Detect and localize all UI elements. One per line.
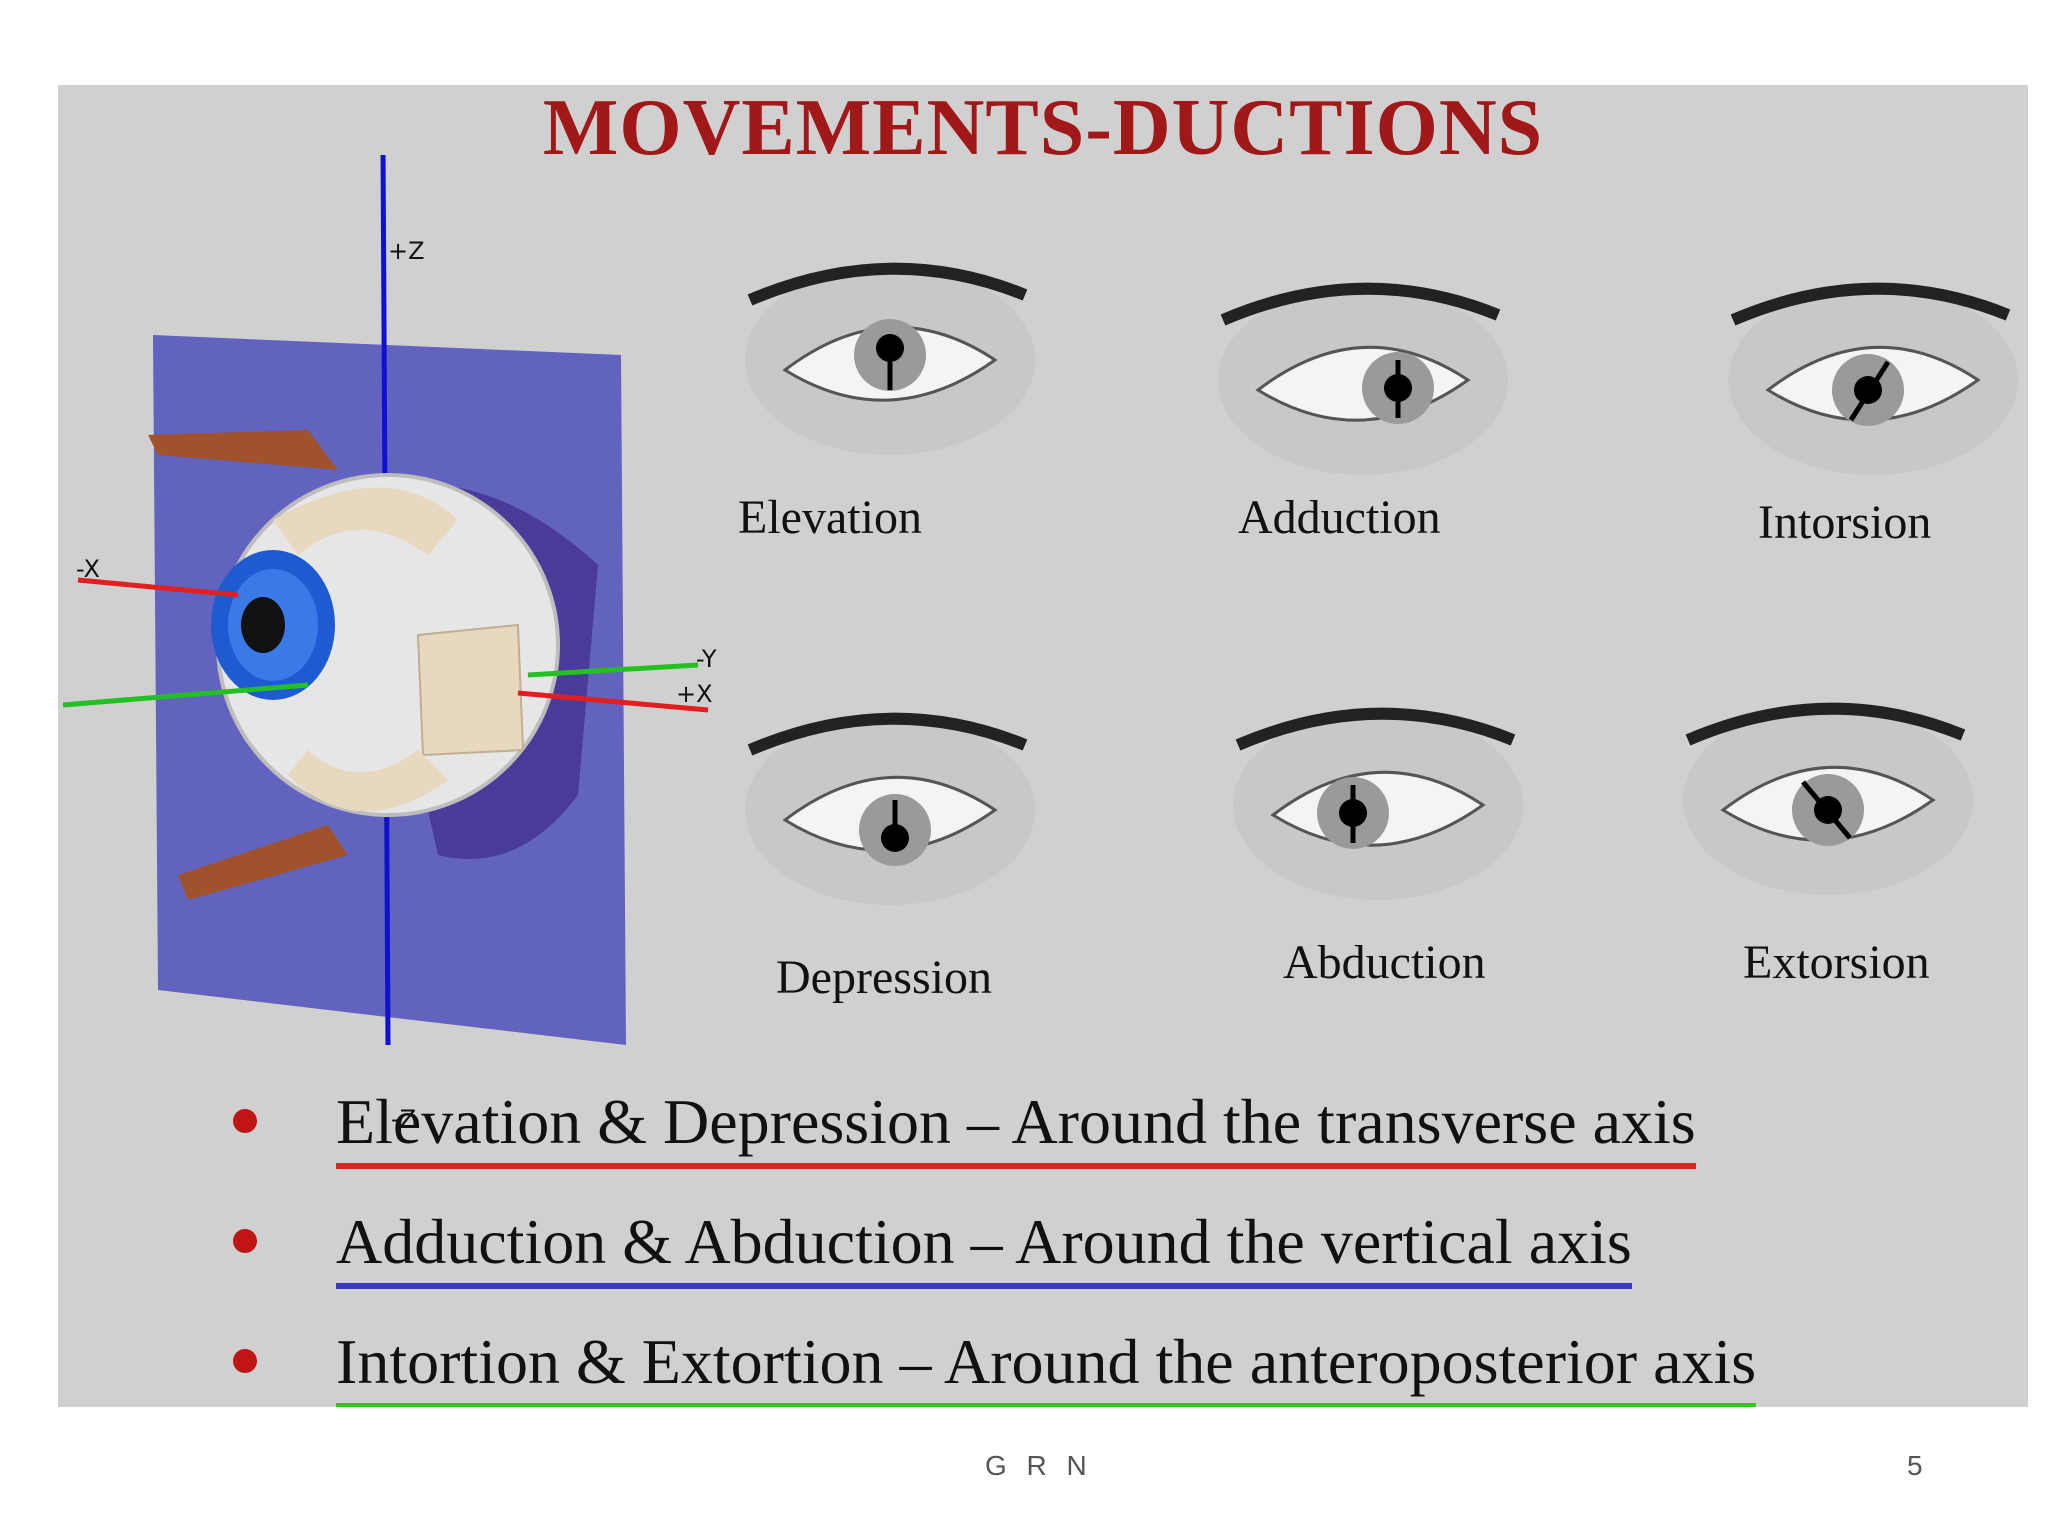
eye-adduction-image xyxy=(1213,270,1513,490)
eye-elevation-image xyxy=(740,250,1040,470)
list-item: Adduction & Abduction – Around the verti… xyxy=(233,1205,2023,1325)
slide-title: MOVEMENTS-DUCTIONS xyxy=(542,85,1544,172)
eye-intorsion-image xyxy=(1723,270,2023,490)
bullet-text-adduction-abduction: Adduction & Abduction – Around the verti… xyxy=(336,1205,1632,1289)
axis-label-z-pos: +Z xyxy=(388,237,425,265)
eye-abduction-image xyxy=(1228,695,1528,915)
bullet-text-intortion-extortion: Intortion & Extortion – Around the anter… xyxy=(336,1325,1757,1407)
eyeball-axes-diagram: +Z -Z -X +X -Y xyxy=(58,155,738,1135)
slide: MOVEMENTS-DUCTIONS xyxy=(58,85,2028,1407)
eyeball-3d-illustration xyxy=(62,155,709,1046)
bullet-dot xyxy=(233,1109,257,1133)
eye-depression-image xyxy=(740,700,1040,920)
axis-label-x-neg: -X xyxy=(76,555,100,583)
axis-label-x-pos: +X xyxy=(676,680,713,708)
footer-author: G R N xyxy=(985,1450,1093,1481)
bullet-list: Elevation & Depression – Around the tran… xyxy=(233,1085,2023,1407)
bullet-dot xyxy=(233,1349,257,1373)
label-abduction: Abduction xyxy=(1283,936,1486,989)
bullet-text-elevation-depression: Elevation & Depression – Around the tran… xyxy=(336,1085,1696,1169)
eye-extorsion-image xyxy=(1678,690,1978,910)
label-extorsion: Extorsion xyxy=(1743,936,1930,989)
label-elevation: Elevation xyxy=(738,491,922,544)
label-intorsion: Intorsion xyxy=(1758,496,1932,549)
axis-label-y: -Y xyxy=(696,645,717,673)
bullet-dot xyxy=(233,1229,257,1253)
label-adduction: Adduction xyxy=(1238,491,1441,544)
list-item: Intortion & Extortion – Around the anter… xyxy=(233,1325,2023,1407)
footer-page-number: 5 xyxy=(1907,1450,1923,1481)
axis-label-z-neg: -Z xyxy=(391,1105,417,1133)
label-depression: Depression xyxy=(776,951,992,1004)
list-item: Elevation & Depression – Around the tran… xyxy=(233,1085,2023,1205)
